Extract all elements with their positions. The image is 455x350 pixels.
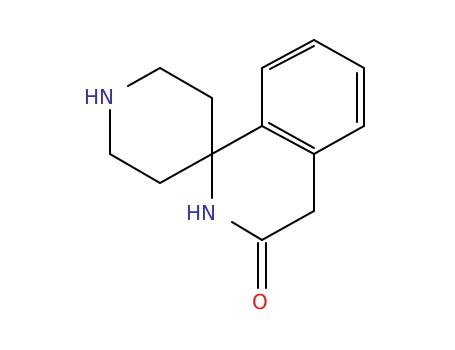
aromatic-inner-bond	[269, 45, 315, 70]
bond	[211, 125, 263, 155]
bond	[261, 210, 315, 241]
bond	[109, 153, 161, 184]
carbonyl-oxygen-label: O	[252, 290, 268, 314]
piperidine-nitrogen-label: HN	[84, 85, 114, 109]
bond	[159, 67, 213, 99]
bond	[127, 67, 161, 87]
aromatic-inner-bond	[268, 122, 315, 149]
bond	[231, 221, 263, 241]
bond	[159, 153, 213, 184]
bond	[261, 125, 315, 155]
piperidine-ring	[109, 67, 213, 184]
lactam-ring	[211, 125, 315, 289]
lactam-nitrogen-label: HN	[186, 201, 216, 225]
benzene-ring	[261, 39, 365, 155]
bond	[313, 125, 365, 155]
bond	[261, 39, 315, 69]
bond	[313, 39, 365, 69]
